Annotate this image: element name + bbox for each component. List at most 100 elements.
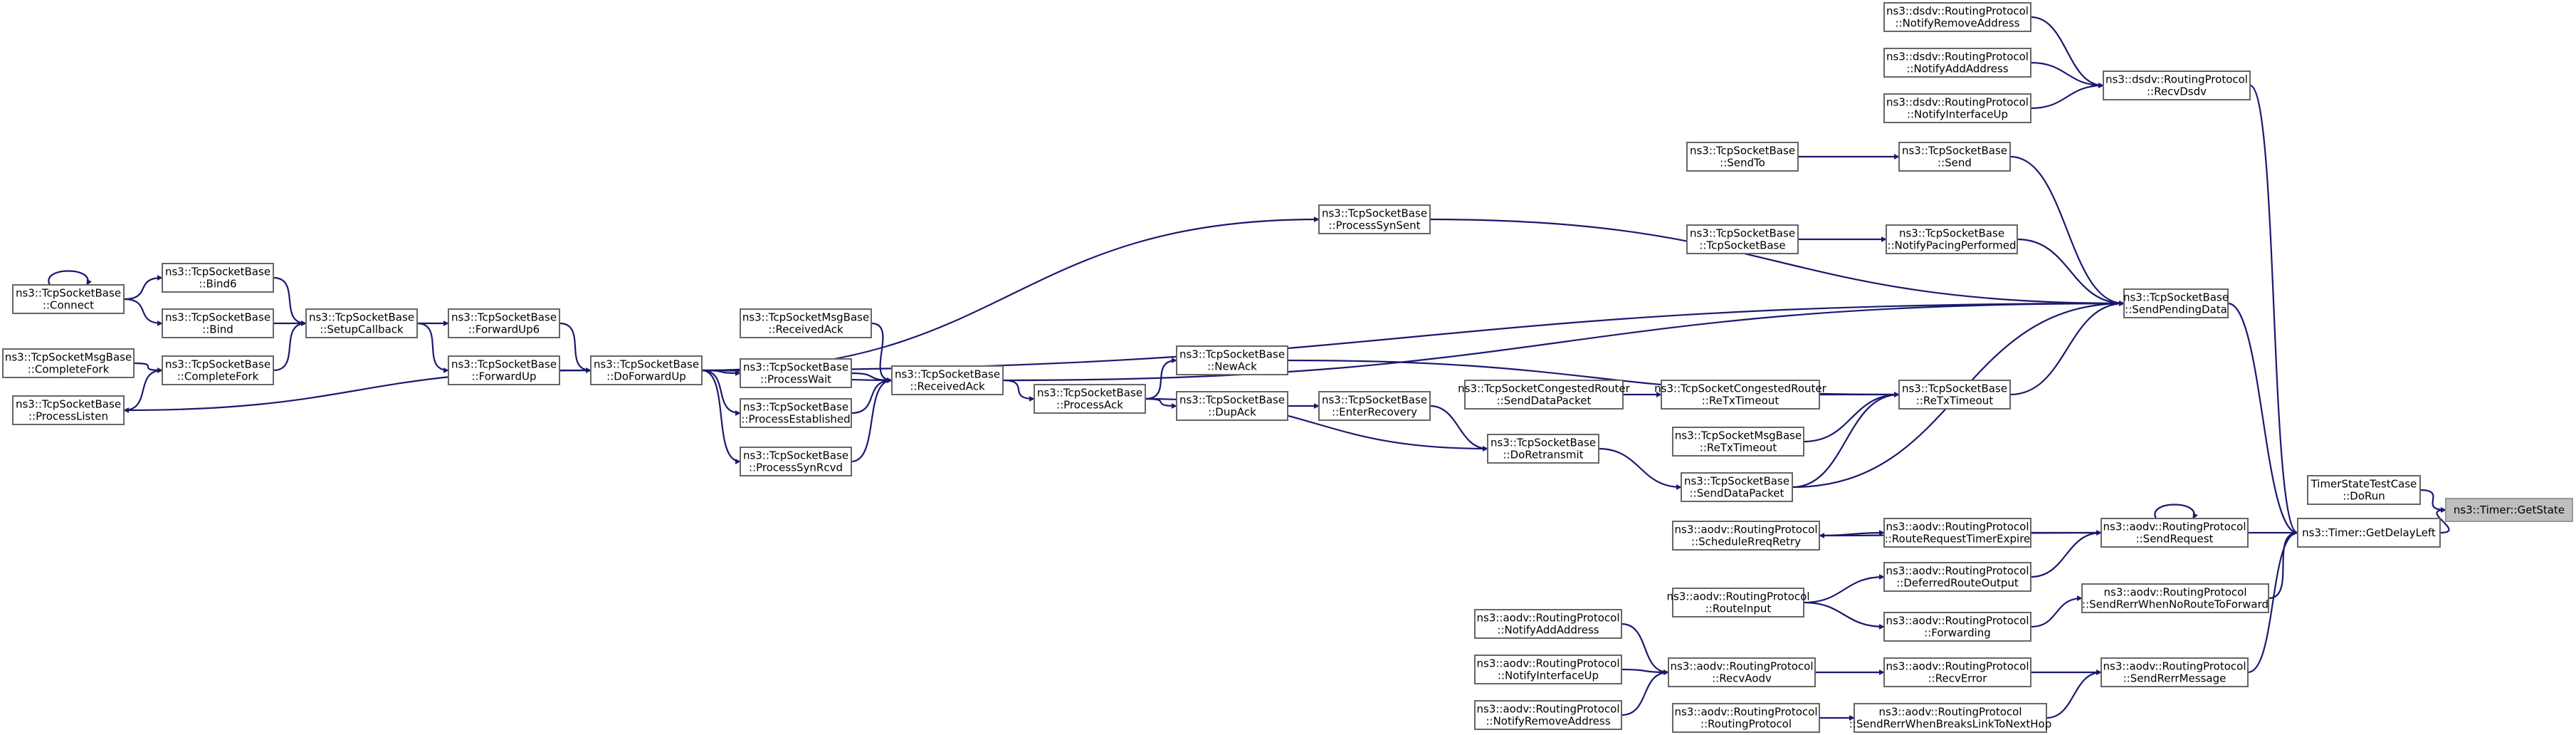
node-msgcompletefork[interactable]: ns3::TcpSocketMsgBase::CompleteFork <box>2 348 135 378</box>
node-notifyif-d[interactable]: ns3::dsdv::RoutingProtocol::NotifyInterf… <box>1883 93 2031 123</box>
node-getstate[interactable]: ns3::Timer::GetState <box>2445 498 2573 522</box>
node-routeinput[interactable]: ns3::aodv::RoutingProtocol::RouteInput <box>1667 588 1810 617</box>
node-processsynrcvd[interactable]: ns3::TcpSocketBase::ProcessSynRcvd <box>740 447 852 476</box>
node-deferred[interactable]: ns3::aodv::RoutingProtocol::DeferredRout… <box>1883 562 2031 592</box>
node-processestablished[interactable]: ns3::TcpSocketBase::ProcessEstablished <box>740 398 852 428</box>
node-box <box>1176 391 1288 421</box>
node-msgretx[interactable]: ns3::TcpSocketMsgBase::ReTxTimeout <box>1672 427 1804 457</box>
edge-processestablished-to-receivedack <box>851 377 893 415</box>
node-label: ns3::aodv::RoutingProtocol <box>1477 657 1620 670</box>
node-label: ns3::aodv::RoutingProtocol <box>1667 590 1810 603</box>
node-label: ns3::TcpSocketBase <box>1491 437 1596 449</box>
node-enterrecovery[interactable]: ns3::TcpSocketBase::EnterRecovery <box>1318 391 1431 421</box>
node-notifyadd-a[interactable]: ns3::aodv::RoutingProtocol::NotifyAddAdd… <box>1474 609 1622 639</box>
edge-receivedack-to-sendpending <box>1002 301 2125 382</box>
node-box <box>1474 609 1622 639</box>
node-setupcallback[interactable]: ns3::TcpSocketBase::SetupCallback <box>305 308 418 338</box>
node-box <box>2445 498 2573 522</box>
node-newack[interactable]: ns3::TcpSocketBase::NewAck <box>1176 345 1288 375</box>
node-processsynsent[interactable]: ns3::TcpSocketBase::ProcessSynSent <box>1318 204 1431 234</box>
edge-deferred-to-sendrequest <box>2030 530 2102 578</box>
node-doforwardup[interactable]: ns3::TcpSocketBase::DoForwardUp <box>590 355 703 385</box>
node-msgreceivedack[interactable]: ns3::TcpSocketMsgBase::ReceivedAck <box>740 308 872 338</box>
edge-doretransmit-to-senddatapacket <box>1598 447 1682 490</box>
node-label: ns3::TcpSocketBase <box>1690 145 1795 157</box>
node-sendrerrbreaks[interactable]: ns3::aodv::RoutingProtocol::SendRerrWhen… <box>1849 703 2052 733</box>
node-label: ns3::TcpSocketBase <box>594 358 699 371</box>
node-congsend[interactable]: ns3::TcpSocketCongestedRouter::SendDataP… <box>1458 380 1631 410</box>
node-label: ::SendDataPacket <box>1497 395 1592 407</box>
node-box <box>1474 700 1622 730</box>
node-label: ::ProcessAck <box>1056 399 1123 412</box>
node-box <box>590 355 703 385</box>
node-retx[interactable]: ns3::TcpSocketBase::ReTxTimeout <box>1898 380 2011 410</box>
node-label: ns3::TcpSocketBase <box>743 401 848 414</box>
node-label: ns3::aodv::RoutingProtocol <box>2104 586 2247 599</box>
node-bind[interactable]: ns3::TcpSocketBase::Bind <box>162 308 274 338</box>
edge-msgretx-to-retx <box>1803 392 1900 443</box>
node-dupack[interactable]: ns3::TcpSocketBase::DupAck <box>1176 391 1288 421</box>
node-processlisten[interactable]: ns3::TcpSocketBase::ProcessListen <box>12 395 125 425</box>
edge-processack-to-newack <box>1145 358 1177 400</box>
node-label: ::SendTo <box>1720 157 1765 170</box>
node-label: ns3::aodv::RoutingProtocol <box>1886 615 2029 627</box>
node-box <box>1464 380 1624 410</box>
node-label: ::SendRerrWhenNoRouteToForward <box>2082 598 2269 611</box>
edge-send-to-sendpending <box>2009 155 2125 306</box>
node-completefork[interactable]: ns3::TcpSocketBase::CompleteFork <box>162 355 274 385</box>
edge-routeinput-to-forwarding <box>1803 601 1885 630</box>
node-schedulereq[interactable]: ns3::aodv::RoutingProtocol::ScheduleRreq… <box>1672 521 1820 551</box>
node-label: ns3::aodv::RoutingProtocol <box>1477 703 1620 716</box>
node-receivedack[interactable]: ns3::TcpSocketBase::ReceivedAck <box>891 365 1004 395</box>
node-send[interactable]: ns3::TcpSocketBase::Send <box>1898 142 2011 172</box>
node-senddatapacket[interactable]: ns3::TcpSocketBase::SendDataPacket <box>1681 472 1793 502</box>
node-label: ns3::aodv::RoutingProtocol <box>1671 660 1814 673</box>
edge-forwardup6-to-doforwardup <box>559 322 592 373</box>
edge-processlisten-to-completefork <box>123 368 163 412</box>
node-label: ns3::TcpSocketBase <box>1902 145 2007 157</box>
node-recvaodv[interactable]: ns3::aodv::RoutingProtocol::RecvAodv <box>1668 657 1816 687</box>
node-bind6[interactable]: ns3::TcpSocketBase::Bind6 <box>162 263 274 293</box>
edge-routeinput-to-deferred <box>1803 574 1885 604</box>
node-label: ::ReceivedAck <box>768 323 843 336</box>
node-label: ::NotifyAddAddress <box>1497 624 1599 637</box>
node-sendrerrmsg[interactable]: ns3::aodv::RoutingProtocol::SendRerrMess… <box>2101 657 2249 687</box>
node-doRun[interactable]: TimerStateTestCase::DoRun <box>2307 475 2421 505</box>
node-forwarding[interactable]: ns3::aodv::RoutingProtocol::Forwarding <box>1883 612 2031 642</box>
node-sendpending[interactable]: ns3::TcpSocketBase::SendPendingData <box>2123 288 2229 318</box>
node-getdelay[interactable]: ns3::Timer::GetDelayLeft <box>2297 518 2441 548</box>
node-recverror[interactable]: ns3::aodv::RoutingProtocol::RecvError <box>1883 657 2031 687</box>
node-connect[interactable]: ns3::TcpSocketBase::Connect <box>12 284 125 314</box>
edge-notifypacing-to-sendpending <box>2017 238 2125 306</box>
edge-layer <box>48 16 2450 721</box>
node-forwardup6[interactable]: ns3::TcpSocketBase::ForwardUp6 <box>448 308 560 338</box>
node-notifyremove-a[interactable]: ns3::aodv::RoutingProtocol::NotifyRemove… <box>1474 700 1622 730</box>
node-congretx[interactable]: ns3::TcpSocketCongestedRouter::ReTxTimeo… <box>1654 380 1827 410</box>
node-processwait[interactable]: ns3::TcpSocketBase::ProcessWait <box>740 358 852 388</box>
node-routereqtimer[interactable]: ns3::aodv::RoutingProtocol::RouteRequest… <box>1883 518 2031 548</box>
node-label: ns3::TcpSocketBase <box>743 361 848 374</box>
node-notifyif-a[interactable]: ns3::aodv::RoutingProtocol::NotifyInterf… <box>1474 655 1622 684</box>
edge-msgcompletefork-to-completefork <box>133 362 163 373</box>
node-tcpsocketbase[interactable]: ns3::TcpSocketBase::TcpSocketBase <box>1686 224 1799 254</box>
node-recvdsdv[interactable]: ns3::dsdv::RoutingProtocol::RecvDsdv <box>2103 71 2251 100</box>
node-processack[interactable]: ns3::TcpSocketBase::ProcessAck <box>1034 384 1146 414</box>
node-notifyadd-d[interactable]: ns3::dsdv::RoutingProtocol::NotifyAddAdd… <box>1883 48 2031 78</box>
node-label: ::ProcessSynSent <box>1328 219 1420 232</box>
node-notifypacing[interactable]: ns3::TcpSocketBase::NotifyPacingPerforme… <box>1886 224 2018 254</box>
node-sendrequest[interactable]: ns3::aodv::RoutingProtocol::SendRequest <box>2101 518 2249 548</box>
node-box <box>1883 657 2031 687</box>
node-doretransmit[interactable]: ns3::TcpSocketBase::DoRetransmit <box>1487 434 1599 464</box>
node-label: ::NotifyRemoveAddress <box>1895 17 2019 30</box>
node-label: ::ReceivedAck <box>910 380 985 393</box>
node-forwardup[interactable]: ns3::TcpSocketBase::ForwardUp <box>448 355 560 385</box>
node-sendrerrnoroute[interactable]: ns3::aodv::RoutingProtocol::SendRerrWhen… <box>2081 583 2269 613</box>
edge-connect-to-bind6 <box>123 275 163 301</box>
node-box <box>2101 657 2249 687</box>
node-routingprotocol[interactable]: ns3::aodv::RoutingProtocol::RoutingProto… <box>1672 703 1820 733</box>
node-label: ::ScheduleRreqRetry <box>1691 536 1801 548</box>
node-label: ::Forwarding <box>1924 627 1991 640</box>
node-sendto[interactable]: ns3::TcpSocketBase::SendTo <box>1686 142 1799 172</box>
node-notifyremove-d[interactable]: ns3::dsdv::RoutingProtocol::NotifyRemove… <box>1883 2 2031 32</box>
node-label: ::SendRerrWhenBreaksLinkToNextHop <box>1849 718 2052 731</box>
